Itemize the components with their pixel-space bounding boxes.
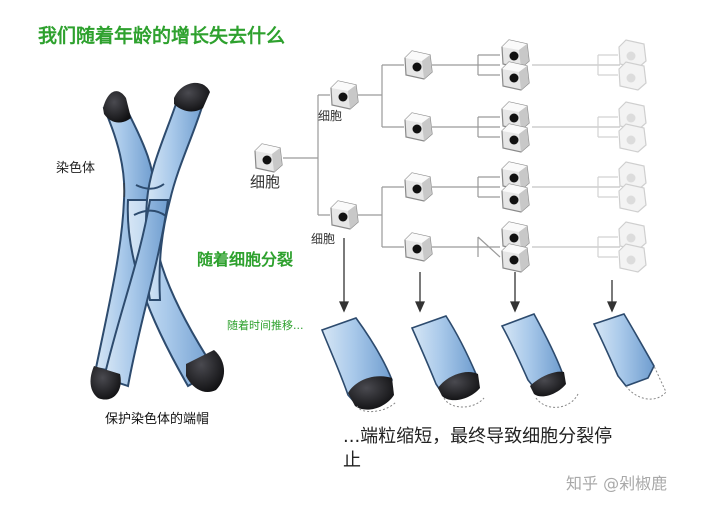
chromosome-illustration: [90, 82, 225, 400]
chromatid-segment-3: [500, 313, 579, 408]
cell-icon: [501, 61, 530, 91]
watermark: 知乎 @剁椒鹿: [566, 474, 668, 493]
cell-icon: [501, 183, 530, 213]
chromosome-label: 染色体: [56, 161, 96, 176]
caption: ...端粒缩短，最终导致细胞分裂停止: [343, 426, 613, 471]
cell-icon: [404, 172, 433, 202]
chromatid-segment-1: [320, 317, 397, 412]
cell-icon: [404, 50, 433, 80]
arrows-down: [338, 238, 618, 313]
telomere-cap-top-right: [174, 82, 210, 112]
cell-label-root: 细胞: [250, 173, 281, 191]
faded-cell-icon: [618, 243, 647, 273]
cell-division-label: 随着细胞分裂: [197, 250, 294, 269]
cell-division-tree: [283, 54, 620, 258]
telomere-shortening-sequence: [320, 313, 667, 412]
cell-icon: [330, 80, 359, 110]
cell-icon: [501, 123, 530, 153]
chromatid-segment-4: [592, 313, 667, 400]
cell-icon: [404, 232, 433, 262]
cell-icon: [254, 143, 283, 173]
cell-icon: [501, 243, 530, 273]
chromatid-right: [102, 90, 206, 388]
cell-icon: [404, 112, 433, 142]
over-time-label: 随着时间推移...: [227, 319, 304, 332]
faded-cell-icon: [618, 61, 647, 91]
cell-label-bottom: 细胞: [311, 232, 336, 246]
cell-label-top: 细胞: [318, 109, 343, 123]
telomere-cap-bottom-left: [90, 366, 121, 400]
chromatid-segment-2: [410, 315, 485, 408]
telomere-cap-bottom-right: [186, 350, 225, 393]
faded-cell-icon: [618, 183, 647, 213]
page-title: 我们随着年龄的增长失去什么: [38, 25, 286, 47]
faded-cell-icon: [618, 123, 647, 153]
cell-icon: [330, 200, 359, 230]
telomere-cap-top-left: [103, 91, 131, 123]
telomere-label: 保护染色体的端帽: [105, 412, 210, 427]
